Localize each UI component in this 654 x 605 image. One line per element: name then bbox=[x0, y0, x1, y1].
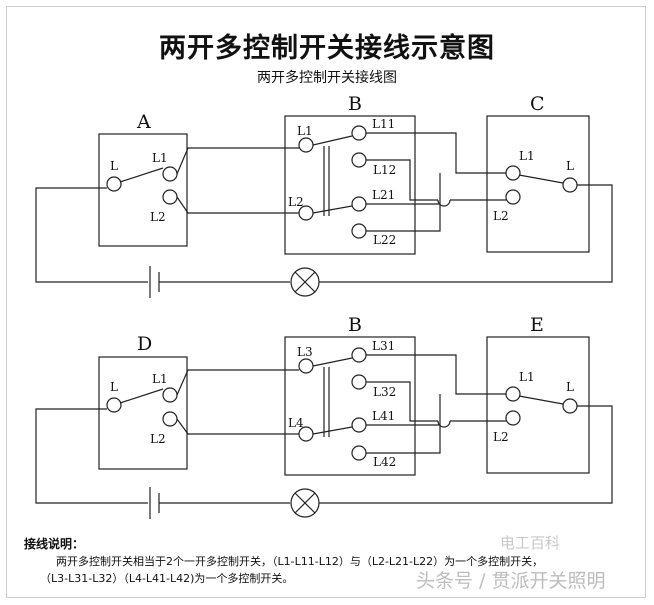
c-l-label: L bbox=[566, 159, 574, 173]
box-c-label: C bbox=[530, 93, 545, 115]
terminal-b-l31 bbox=[351, 347, 367, 363]
notes-line-2: （L3-L31-L32）（L4-L41-L42)为一个多控制开关。 bbox=[40, 572, 294, 585]
b-l4-label: L4 bbox=[288, 416, 304, 430]
switch-box-b bbox=[284, 115, 416, 255]
terminal-b-l22 bbox=[351, 223, 367, 239]
terminal-e-l1 bbox=[505, 386, 521, 402]
terminal-a-l1 bbox=[162, 166, 178, 182]
box-b2-label: B bbox=[348, 314, 362, 336]
watermark-secondary: 电工百科 bbox=[500, 534, 561, 552]
terminal-b-l32 bbox=[351, 374, 367, 390]
lamp-1-icon bbox=[290, 267, 320, 297]
b-l32-label: L32 bbox=[373, 385, 396, 399]
d-l-label: L bbox=[110, 380, 118, 394]
switch-box-b2 bbox=[284, 336, 416, 476]
c-l2-label: L2 bbox=[493, 209, 509, 223]
terminal-b-l11 bbox=[351, 125, 367, 141]
d-l1-label: L1 bbox=[152, 372, 168, 386]
a-l1-label: L1 bbox=[152, 151, 168, 165]
page-subtitle: 两开多控制开关接线图 bbox=[257, 70, 397, 86]
terminal-e-l2 bbox=[505, 410, 521, 426]
terminal-b-l1 bbox=[298, 137, 314, 153]
terminal-c-l2 bbox=[505, 189, 521, 205]
terminal-b-l3 bbox=[298, 358, 314, 374]
b-l21-label: L21 bbox=[372, 188, 395, 202]
switch-box-a bbox=[98, 133, 188, 247]
b-l42-label: L42 bbox=[373, 455, 396, 469]
box-a-label: A bbox=[136, 111, 151, 133]
watermark-main: 头条号 / 贯派开关照明 bbox=[416, 570, 606, 592]
b-l2-label: L2 bbox=[288, 195, 304, 209]
lamp-2-icon bbox=[290, 488, 320, 518]
page-title: 两开多控制开关接线示意图 bbox=[159, 33, 495, 64]
page-frame bbox=[6, 6, 646, 598]
box-d-label: D bbox=[137, 333, 152, 355]
b-l22-label: L22 bbox=[373, 233, 396, 247]
box-b-label: B bbox=[348, 93, 362, 115]
b-l31-label: L31 bbox=[372, 339, 395, 353]
c-l1-label: L1 bbox=[519, 149, 535, 163]
diagram-1 bbox=[35, 115, 613, 298]
terminal-d-l bbox=[106, 397, 122, 413]
terminal-b-l42 bbox=[351, 445, 367, 461]
e-l-label: L bbox=[566, 380, 574, 394]
switch-box-c bbox=[486, 115, 590, 253]
e-l2-label: L2 bbox=[493, 430, 509, 444]
e-l1-label: L1 bbox=[519, 370, 535, 384]
b-l1-label: L1 bbox=[297, 124, 313, 138]
b-l11-label: L11 bbox=[372, 117, 395, 131]
b-l3-label: L3 bbox=[297, 345, 313, 359]
terminal-b-l12 bbox=[351, 152, 367, 168]
terminal-b-l21 bbox=[351, 196, 367, 212]
terminal-a-l2 bbox=[162, 189, 178, 205]
notes-line-1: 两开多控制开关相当于2个一开多控制开关，（L1-L11-L12）与（L2-L21… bbox=[56, 555, 544, 568]
terminal-c-l bbox=[562, 177, 578, 193]
b-l41-label: L41 bbox=[372, 409, 395, 423]
terminal-e-l bbox=[562, 398, 578, 414]
box-e-label: E bbox=[530, 314, 544, 336]
terminal-d-l2 bbox=[162, 411, 178, 427]
b-l12-label: L12 bbox=[373, 163, 396, 177]
wiring-notes: 接线说明： 两开多控制开关相当于2个一开多控制开关，（L1-L11-L12）与（… bbox=[24, 536, 644, 587]
terminal-c-l1 bbox=[505, 165, 521, 181]
diagram-2 bbox=[35, 336, 613, 519]
notes-heading: 接线说明： bbox=[24, 537, 85, 551]
terminal-b-l41 bbox=[351, 417, 367, 433]
a-l-label: L bbox=[110, 159, 118, 173]
a-l2-label: L2 bbox=[150, 210, 166, 224]
d-l2-label: L2 bbox=[150, 432, 166, 446]
switch-box-e bbox=[486, 336, 590, 474]
terminal-d-l1 bbox=[162, 387, 178, 403]
terminal-a-l bbox=[106, 176, 122, 192]
switch-box-d bbox=[98, 356, 188, 470]
